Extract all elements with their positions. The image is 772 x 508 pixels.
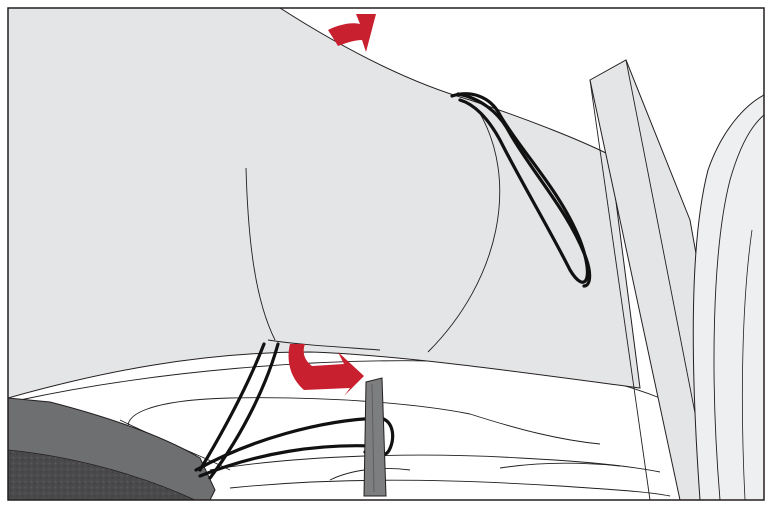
illustration-content	[8, 8, 764, 500]
cord-lock-icon	[364, 378, 386, 496]
